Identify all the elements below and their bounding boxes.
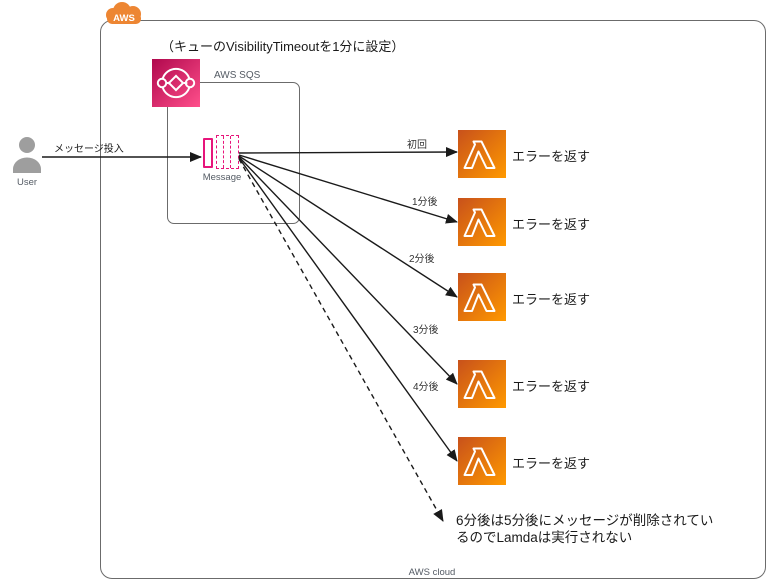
user-arrow-label: メッセージ投入 — [54, 144, 124, 155]
lambda-icon-3 — [458, 360, 506, 408]
lambda-result-label-1: エラーを返す — [512, 217, 591, 232]
message-slot-divider — [230, 136, 231, 168]
sqs-message-icon — [203, 135, 240, 170]
lambda-icon-2 — [458, 273, 506, 321]
user-icon — [12, 136, 42, 179]
invocation-arrow-label-1: 1分後 — [412, 197, 438, 208]
invocation-arrow-label-0: 初回 — [407, 140, 427, 151]
invocation-arrow-label-2: 2分後 — [409, 254, 435, 265]
lambda-icon-4 — [458, 437, 506, 485]
aws-cloud-footer-label: AWS cloud — [408, 567, 456, 578]
message-slot-divider — [223, 136, 224, 168]
message-solid-slot — [203, 138, 213, 168]
visibility-timeout-note: （キューのVisibilityTimeoutを1分に設定） — [161, 39, 405, 54]
user-label: User — [16, 177, 38, 188]
message-label: Message — [202, 172, 242, 183]
person-icon — [13, 137, 41, 173]
lambda-result-label-3: エラーを返す — [512, 379, 591, 394]
lambda-result-label-2: エラーを返す — [512, 292, 591, 307]
invocation-arrow-label-4: 4分後 — [413, 382, 439, 393]
sqs-service-label: AWS SQS — [214, 70, 261, 81]
timeout-explanation-note: 6分後は5分後にメッセージが削除されてい るのでLamdaは実行されない — [456, 513, 714, 545]
aws-badge-label: AWS — [113, 13, 135, 24]
sqs-glyph-icon — [156, 67, 196, 99]
lambda-result-label-4: エラーを返す — [512, 456, 591, 471]
aws-cloud-icon: AWS — [106, 2, 141, 24]
invocation-arrow-label-3: 3分後 — [413, 325, 439, 336]
message-dashed-slots — [216, 135, 239, 169]
lambda-icon-0 — [458, 130, 506, 178]
lambda-result-label-0: エラーを返す — [512, 149, 591, 164]
lambda-icon-1 — [458, 198, 506, 246]
sqs-service-icon — [152, 59, 200, 107]
aws-cloud-badge: AWS — [103, 2, 147, 24]
